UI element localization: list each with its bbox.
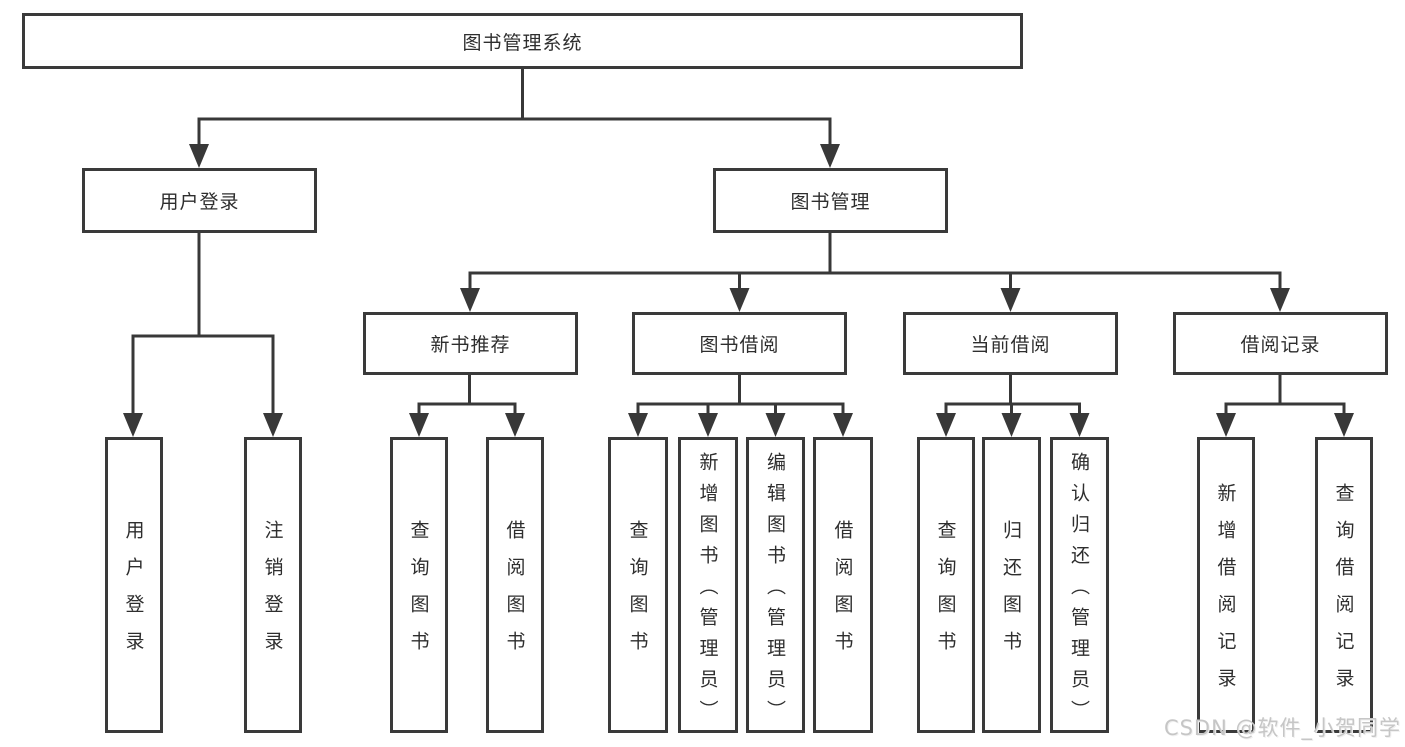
arrowhead xyxy=(505,413,525,437)
node-library-management-system: 图书管理系统 xyxy=(22,13,1023,69)
node-label: 查询图书 xyxy=(407,520,430,668)
node-label: 确认归还（管理员） xyxy=(1068,451,1090,731)
node-label: 用户登录 xyxy=(159,191,240,213)
node-label: 查询图书 xyxy=(934,520,957,668)
arrowhead xyxy=(698,413,718,437)
arrowhead xyxy=(460,288,480,312)
node-user-login: 用户登录 xyxy=(82,168,317,233)
arrowhead xyxy=(1334,413,1354,437)
node-query-borrowing-record: 查询借阅记录 xyxy=(1315,437,1373,733)
node-borrow-books: 借阅图书 xyxy=(813,437,873,733)
node-label: 用户登录 xyxy=(122,520,145,668)
node-label: 借阅图书 xyxy=(831,520,854,668)
arrowhead xyxy=(1000,288,1021,312)
node-return-books: 归还图书 xyxy=(982,437,1041,733)
edge-book-borrowing-to-children xyxy=(628,373,853,437)
arrowhead xyxy=(833,413,853,437)
edge-root-to-level2 xyxy=(189,67,840,168)
node-edit-books-admin: 编辑图书（管理员） xyxy=(746,437,805,733)
node-label: 注销登录 xyxy=(261,520,284,668)
node-user-login-action: 用户登录 xyxy=(105,437,163,733)
node-label: 新书推荐 xyxy=(430,334,511,356)
node-label: 借阅图书 xyxy=(503,520,526,668)
csdn-watermark: CSDN @软件_小贺同学 xyxy=(1163,716,1401,740)
node-add-books-admin: 新增图书（管理员） xyxy=(678,437,738,733)
node-label: 当前借阅 xyxy=(970,334,1051,356)
edge-borrowing-records-to-children xyxy=(1216,373,1354,437)
edge-book-management-to-level3 xyxy=(460,231,1290,312)
node-book-borrowing: 图书借阅 xyxy=(632,312,847,375)
node-recommend-borrow-books: 借阅图书 xyxy=(486,437,544,733)
node-label: 图书借阅 xyxy=(699,334,780,356)
node-add-borrowing-record: 新增借阅记录 xyxy=(1197,437,1255,733)
edge-new-book-recommendation-to-children xyxy=(409,373,525,437)
node-borrowing-query-books: 查询图书 xyxy=(608,437,668,733)
node-label: 归还图书 xyxy=(1000,520,1022,668)
node-label: 图书管理 xyxy=(790,191,871,213)
node-label: 新增图书（管理员） xyxy=(696,451,719,731)
arrowhead xyxy=(1001,413,1022,437)
node-recommend-query-books: 查询图书 xyxy=(390,437,448,733)
arrowhead xyxy=(263,413,283,437)
arrowhead xyxy=(1216,413,1236,437)
arrowhead xyxy=(765,413,786,437)
node-new-book-recommendation: 新书推荐 xyxy=(363,312,578,375)
arrowhead xyxy=(1270,288,1290,312)
node-label: 查询借阅记录 xyxy=(1332,483,1355,705)
node-book-management: 图书管理 xyxy=(713,168,948,233)
node-label: 图书管理系统 xyxy=(462,31,583,54)
node-label: 新增借阅记录 xyxy=(1214,483,1237,705)
arrowhead xyxy=(123,413,143,437)
node-label: 借阅记录 xyxy=(1240,334,1321,356)
node-confirm-return-admin: 确认归还（管理员） xyxy=(1050,437,1109,733)
node-borrowing-records: 借阅记录 xyxy=(1173,312,1388,375)
arrowhead xyxy=(820,144,840,168)
node-label: 查询图书 xyxy=(626,520,649,668)
node-current-query-books: 查询图书 xyxy=(917,437,975,733)
node-label: 编辑图书（管理员） xyxy=(764,451,786,731)
arrowhead xyxy=(189,144,209,168)
edge-current-borrowing-to-children xyxy=(936,373,1090,437)
arrowhead xyxy=(1069,413,1090,437)
node-logout-action: 注销登录 xyxy=(244,437,302,733)
arrowhead xyxy=(628,413,648,437)
arrowhead xyxy=(936,413,956,437)
node-current-borrowing: 当前借阅 xyxy=(903,312,1118,375)
arrowhead xyxy=(409,413,429,437)
edge-user-login-to-children xyxy=(123,231,283,437)
arrowhead xyxy=(729,288,750,312)
